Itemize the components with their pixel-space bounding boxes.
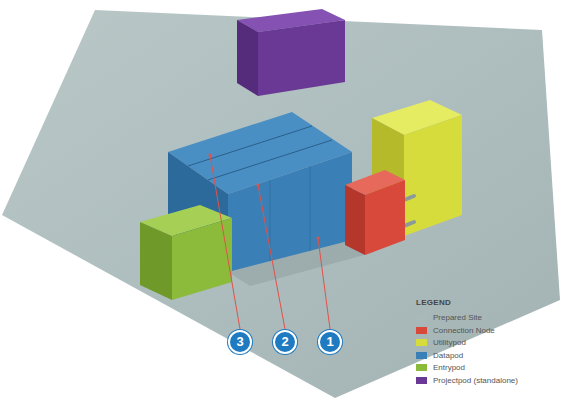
legend-text: Utilitypod [433,338,466,347]
legend-swatch [416,364,427,371]
legend-text: Datapod [433,351,463,360]
entrypod-block [140,205,232,300]
callout-number: 2 [273,330,297,354]
legend-swatch [416,327,427,334]
legend-swatch [416,377,427,384]
legend-row: Connection Node [416,326,495,335]
leader-lines [210,155,330,329]
legend-swatch [416,339,427,346]
prepared-site [2,10,560,398]
legend-row: Datapod [416,351,463,360]
connection-node-block [345,170,405,255]
legend-row: Projectpod (standalone) [416,376,518,385]
legend-title: LEGEND [416,298,451,307]
legend-text: Entrypod [433,363,465,372]
callout-number: 1 [318,330,342,354]
callout-number: 3 [228,330,252,354]
legend-text: Connection Node [433,326,495,335]
legend-row: Prepared Site [416,313,482,322]
legend-text: Prepared Site [433,313,482,322]
legend-swatch [416,352,427,359]
projectpod-block [237,9,345,96]
leader-dots [209,154,320,240]
legend-swatch [416,314,427,321]
legend-row: Utilitypod [416,338,466,347]
legend-row: Entrypod [416,363,465,372]
legend-text: Projectpod (standalone) [433,376,518,385]
